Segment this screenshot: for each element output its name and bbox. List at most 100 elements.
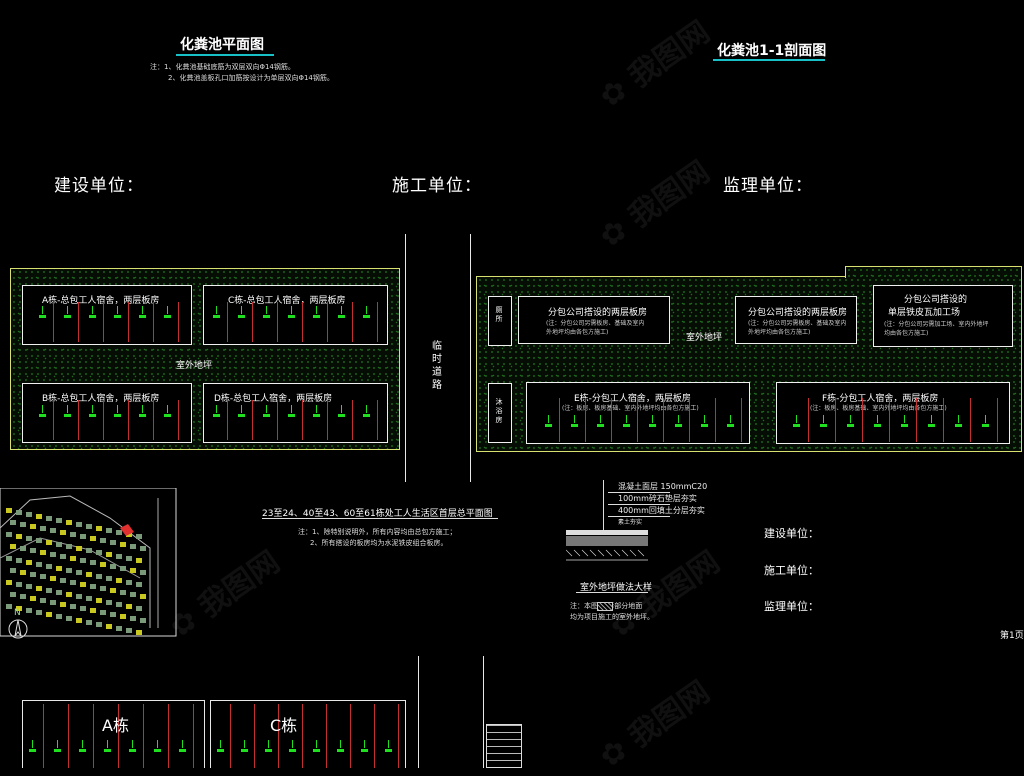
map-building — [90, 608, 96, 613]
map-building — [40, 550, 46, 555]
unit-marker — [337, 405, 346, 418]
sign-build: 建设单位： — [54, 176, 144, 196]
unit-partition — [102, 302, 104, 342]
sub-house-2-label: 分包公司搭设的两层板房 — [748, 308, 848, 318]
bottom-row-left — [22, 700, 205, 768]
map-building — [116, 554, 122, 559]
unit-marker — [216, 740, 225, 753]
ground-section-hatch — [566, 530, 648, 561]
map-building — [136, 558, 142, 563]
unit-partition — [301, 400, 303, 440]
plan-caption-title: 23至24、40至43、60至61栋处工人生活区首层总平面图 — [262, 509, 493, 519]
building-e-note: (注：板房、板房基础、室内外地坪均由各包方施工) — [562, 405, 699, 412]
unit-partition — [142, 704, 144, 768]
unit-partition — [376, 400, 378, 440]
map-building — [36, 514, 42, 519]
unit-partition — [177, 302, 179, 342]
map-building — [120, 542, 126, 547]
map-building — [140, 594, 146, 599]
unit-partition — [226, 302, 228, 342]
unit-marker — [981, 415, 990, 428]
unit-partition — [350, 704, 351, 768]
unit-marker — [237, 306, 246, 319]
plan-note-2: 2、化粪池盖板孔口加筋按设计为单层双向Φ14钢筋。 — [168, 74, 334, 82]
unit-partition — [102, 400, 104, 440]
watermark: ✿ 我图网 — [593, 14, 717, 116]
map-building — [56, 590, 62, 595]
map-building — [120, 614, 126, 619]
unit-marker — [153, 740, 162, 753]
map-building — [110, 612, 116, 617]
unit-marker — [596, 415, 605, 428]
unit-marker — [88, 306, 97, 319]
unit-partition — [251, 400, 253, 440]
section-detail-title: 室外地坪做法大样 — [580, 583, 653, 593]
workshop — [873, 285, 1013, 347]
map-building — [60, 602, 66, 607]
map-building — [36, 586, 42, 591]
map-building — [6, 556, 12, 561]
map-building — [56, 566, 62, 571]
road-char: 路 — [432, 380, 442, 391]
unit-marker — [622, 415, 631, 428]
unit-partition — [834, 398, 836, 442]
building-f-label: F栋-分包工人宿舍，两层板房 — [822, 394, 939, 404]
map-building — [96, 622, 102, 627]
map-building — [86, 548, 92, 553]
unit-marker — [900, 415, 909, 428]
map-building-dots — [6, 508, 146, 635]
unit-marker — [163, 405, 172, 418]
unit-partition — [585, 398, 586, 442]
unit-partition — [969, 398, 971, 442]
bottom-road-left — [418, 656, 419, 768]
sub-house-1 — [518, 296, 670, 344]
map-building — [50, 528, 56, 533]
map-building — [100, 538, 106, 543]
map-building — [120, 590, 126, 595]
map-building — [126, 604, 132, 609]
unit-partition — [637, 398, 638, 442]
map-building — [46, 564, 52, 569]
unit-partition — [807, 398, 809, 442]
building-d — [203, 383, 388, 443]
sign-block-construct: 施工单位： — [764, 564, 819, 577]
map-building — [136, 630, 142, 635]
map-building — [86, 572, 92, 577]
map-building — [80, 534, 86, 539]
workshop-label-2: 单层铁皮瓦加工场 — [888, 308, 961, 318]
map-building — [60, 578, 66, 583]
building-f — [776, 382, 1010, 444]
map-building — [6, 604, 12, 609]
unit-marker — [927, 415, 936, 428]
map-building — [76, 570, 82, 575]
map-building — [136, 534, 142, 539]
unit-partition — [302, 704, 303, 768]
building-c — [203, 285, 388, 345]
unit-partition — [226, 400, 228, 440]
unit-marker — [362, 405, 371, 418]
sign-block-supervise: 监理单位： — [764, 600, 819, 613]
road-char: 临 — [432, 341, 442, 352]
unit-marker — [113, 306, 122, 319]
right-site-step — [845, 266, 1022, 278]
map-building — [20, 570, 26, 575]
unit-marker — [103, 740, 112, 753]
unit-partition — [52, 400, 54, 440]
building-f-note: (注：板房、板房基础、室内外地坪均由各包方施工) — [810, 405, 947, 412]
unit-marker — [384, 740, 393, 753]
map-building — [30, 524, 36, 529]
map-building — [80, 558, 86, 563]
unit-partition — [301, 302, 303, 342]
unit-partition — [77, 400, 79, 440]
map-building — [16, 606, 22, 611]
left-yard-label: 室外地坪 — [176, 361, 213, 371]
sub-house-2-note: (注：分包公司另需板房、基础及室内 — [748, 320, 847, 327]
map-building — [96, 550, 102, 555]
bottom-road-right — [483, 656, 484, 768]
map-building — [20, 522, 26, 527]
unit-marker — [88, 405, 97, 418]
layer-divider — [608, 492, 670, 493]
map-building — [10, 520, 16, 525]
watermark: ✿ 我图网 — [593, 154, 717, 256]
unit-partition — [663, 398, 664, 442]
